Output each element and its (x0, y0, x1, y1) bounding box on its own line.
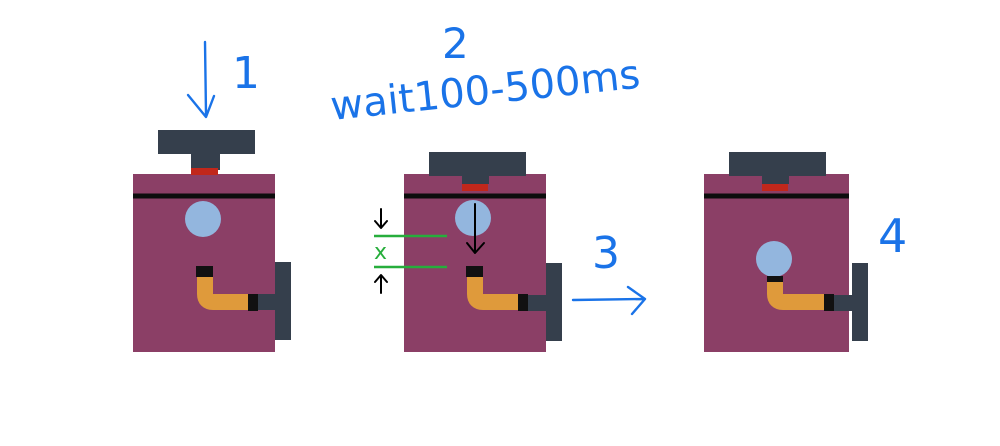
step-3-label: 3 (592, 228, 620, 279)
gap-label: x (374, 240, 387, 265)
ball-drop-arrow-icon (466, 203, 485, 254)
ball (185, 201, 221, 237)
outlet-stub (528, 295, 546, 311)
right-arrow-icon (571, 285, 647, 316)
gap-measurement: x (374, 208, 447, 294)
step-4-label: 4 (878, 209, 907, 263)
gap-arrow-up-icon (374, 274, 388, 294)
pipe-joint-top (196, 266, 213, 277)
cap-stem (762, 174, 789, 184)
outlet-stub (257, 294, 275, 310)
step-1-annotation: 1 (186, 40, 260, 119)
seal-gasket (191, 168, 218, 175)
stage-1-valve (133, 130, 291, 352)
pipe (197, 276, 252, 310)
ball (455, 200, 491, 236)
step-3-annotation: 3 (571, 228, 647, 316)
stage-3-valve (704, 152, 868, 352)
step-2-label: 2 (442, 19, 469, 68)
pipe-joint-side (248, 294, 258, 311)
down-arrow-icon (186, 40, 216, 119)
step-1-label: 1 (232, 48, 260, 99)
cap-top (729, 152, 826, 176)
cap-top (158, 130, 255, 154)
pipe (767, 278, 828, 310)
cap-stem (191, 152, 220, 170)
pipe-joint-side (824, 294, 834, 311)
outlet-flange (546, 263, 562, 341)
cap-stem (462, 174, 489, 184)
stage-2-valve (404, 152, 562, 352)
seal-gasket (462, 184, 488, 191)
step-2-annotation: 2 wait100-500ms (328, 19, 642, 130)
pipe-joint-top (466, 266, 483, 277)
pipe (467, 276, 522, 310)
cap-top (429, 152, 526, 176)
gap-arrow-down-icon (374, 208, 388, 229)
step-2-note: wait100-500ms (328, 52, 642, 130)
pipe-joint-top (767, 276, 783, 282)
outlet-flange (275, 262, 291, 340)
outlet-stub (834, 295, 852, 311)
step-4-annotation: 4 (878, 209, 907, 263)
valve-body (133, 174, 275, 352)
pipe-joint-side (518, 294, 528, 311)
seal-gasket (762, 184, 788, 191)
ball (756, 241, 792, 277)
outlet-flange (852, 263, 868, 341)
